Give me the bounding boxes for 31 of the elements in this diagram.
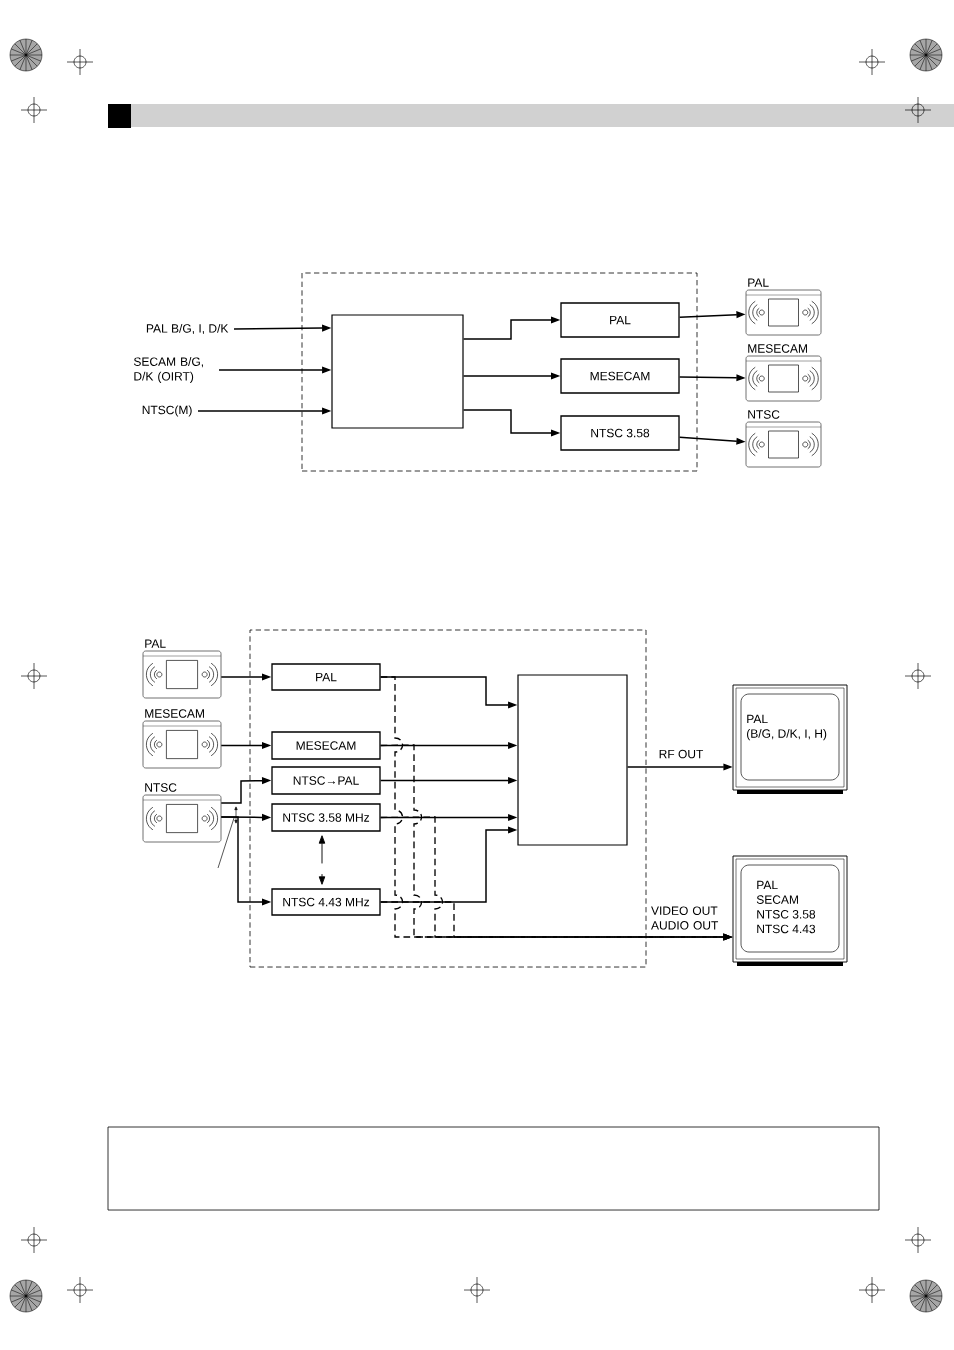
node-label: NTSC 3.58 — [757, 910, 816, 919]
double-arrow — [318, 835, 326, 885]
process-box: PAL — [271, 663, 381, 691]
process-box: NTSC 4.43 MHz — [271, 888, 381, 916]
processing-block — [331, 314, 464, 429]
process-box: PAL — [560, 302, 680, 338]
process-box: NTSC 3.58 MHz — [271, 803, 381, 832]
process-box: NTSC→PAL — [271, 766, 381, 795]
input-label: PAL B/G, I, D/K — [146, 323, 229, 335]
input-label: NTSC(M) — [142, 405, 192, 417]
process-box: MESECAM — [560, 358, 680, 394]
input-label: SECAM B/G, D/K (OIRT) — [133, 357, 203, 383]
node-label: PAL — [757, 880, 778, 890]
cassette-label: NTSC — [145, 783, 177, 792]
note-box — [107, 1126, 880, 1211]
cassette-label: PAL — [145, 639, 166, 648]
node-label: NTSC 4.43 — [757, 924, 816, 934]
process-box: NTSC 3.58 — [560, 415, 680, 451]
screen-text: PAL (B/G, D/K, I, H) — [747, 714, 827, 741]
edge-label: VIDEO OUT AUDIO OUT — [649, 905, 727, 931]
screen-text: PAL SECAM NTSC 3.58 NTSC 4.43 — [756, 880, 816, 934]
edge-label: RF OUT — [657, 748, 705, 760]
cassette-label: MESECAM — [145, 709, 204, 718]
process-box: MESECAM — [271, 731, 381, 760]
dashed-frame — [249, 629, 647, 968]
processing-block — [517, 674, 628, 846]
cassette-label: NTSC — [748, 410, 780, 419]
cassette-label: MESECAM — [748, 344, 807, 353]
cassette-label: PAL — [748, 278, 769, 287]
dashed-frame — [301, 272, 698, 472]
node-label: SECAM — [756, 895, 798, 904]
